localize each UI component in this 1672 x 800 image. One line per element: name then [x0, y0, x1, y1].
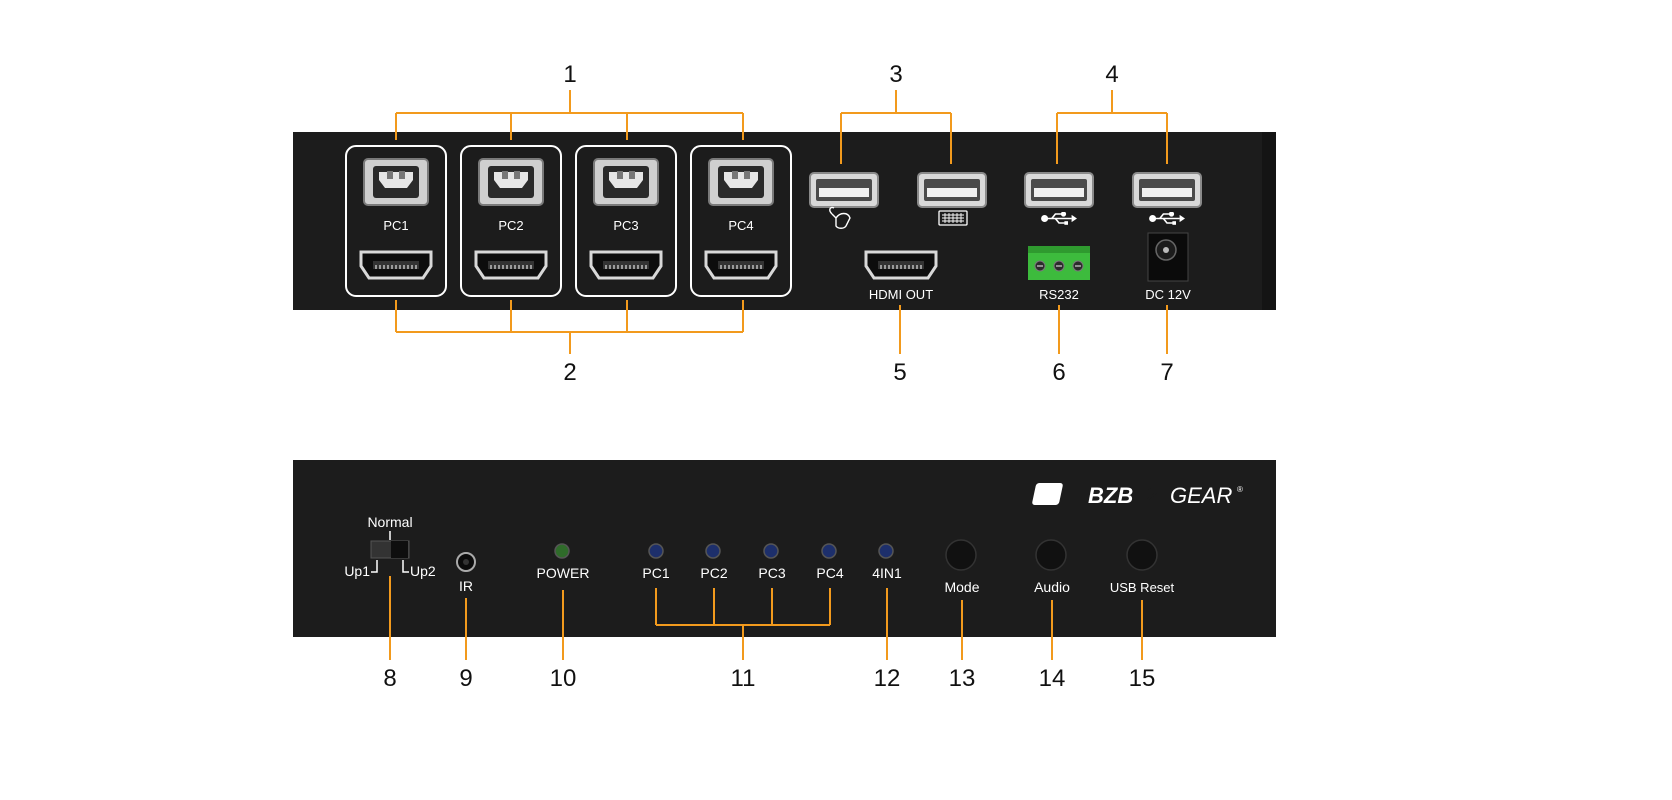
usb-reset-button-label: USB Reset: [1110, 580, 1175, 595]
svg-text:2: 2: [1145, 485, 1157, 507]
switch-up1-label: Up1: [344, 563, 370, 579]
callout-line: [1056, 90, 1168, 164]
hdmi-in-port-icon: [589, 250, 663, 280]
switch-up2-label: Up2: [410, 563, 436, 579]
callout-number: 3: [889, 61, 902, 88]
audio-button-label: Audio: [1034, 579, 1070, 595]
hdmi-out-port-icon: [864, 250, 938, 280]
power-label: POWER: [537, 565, 590, 581]
callout-number: 5: [893, 359, 906, 386]
callout-number: 15: [1129, 665, 1156, 692]
pc-led-light: [705, 543, 721, 559]
pc-led-label: PC1: [642, 565, 669, 581]
ir-receiver: IR: [456, 552, 476, 594]
usb-a-port-icon: [809, 172, 879, 208]
pc-port-label: PC4: [728, 218, 753, 233]
hdmi-out-port: HDMI OUT: [864, 250, 938, 302]
callout-number: 1: [563, 61, 576, 88]
audio-button[interactable]: Audio: [1034, 539, 1070, 595]
pc-port-group-2: PC2: [460, 145, 562, 297]
usb-a-port-icon: [1024, 172, 1094, 208]
rs232-port: RS232: [1028, 246, 1090, 302]
ir-label: IR: [459, 578, 473, 594]
front-panel: BZB 2 GEAR ® Normal Up1 Up2 IR: [293, 460, 1276, 637]
pc-led-label: PC2: [700, 565, 727, 581]
callout-number: 2: [563, 359, 576, 386]
rs232-label: RS232: [1039, 287, 1079, 302]
usb-b-port-icon: [593, 158, 659, 206]
power-led-light: [554, 543, 570, 559]
mode-button-label: Mode: [944, 579, 979, 595]
pc-led-light: [648, 543, 664, 559]
power-led: POWER: [537, 543, 590, 581]
usb-reset-button[interactable]: USB Reset: [1110, 539, 1175, 595]
mode-slide-switch[interactable]: Normal Up1 Up2: [344, 514, 436, 579]
callout-number: 7: [1160, 359, 1173, 386]
mode-button[interactable]: Mode: [944, 539, 980, 595]
mouse-icon: [829, 206, 851, 229]
usb-keyboard-port: [917, 172, 987, 226]
callout-number: 4: [1105, 61, 1118, 88]
pc-led-2: PC2: [700, 543, 728, 581]
switch-knob[interactable]: [391, 541, 408, 558]
pc-port-group-3: PC3: [575, 145, 677, 297]
hdmi-out-label: HDMI OUT: [869, 287, 933, 302]
callout-number: 13: [949, 665, 976, 692]
dc-label: DC 12V: [1145, 287, 1191, 302]
pc-port-label: PC1: [383, 218, 408, 233]
hdmi-in-port-icon: [359, 250, 433, 280]
usb-b-port-icon: [708, 158, 774, 206]
registered-mark: ®: [1237, 485, 1243, 494]
usb-a-port-icon: [1132, 172, 1202, 208]
callout-number: 11: [731, 665, 756, 692]
pc-led-3: PC3: [758, 543, 786, 581]
front-panel-body: [293, 460, 1276, 637]
callout-number: 6: [1052, 359, 1065, 386]
pc-led-label: PC4: [816, 565, 843, 581]
pc-led-light: [821, 543, 837, 559]
usb-mouse-port: [809, 172, 879, 229]
switch-normal-label: Normal: [367, 514, 412, 530]
pc-port-label: PC3: [613, 218, 638, 233]
hdmi-in-port-icon: [704, 250, 778, 280]
pc-led-light: [763, 543, 779, 559]
brand-logo: BZB 2 GEAR ®: [1032, 483, 1243, 508]
pc-port-label: PC2: [498, 218, 523, 233]
usb-b-port-icon: [478, 158, 544, 206]
usb-b-port-icon: [363, 158, 429, 206]
audio-button-cap[interactable]: [1035, 539, 1067, 571]
pc-led-1: PC1: [642, 543, 670, 581]
callout-line: [395, 300, 744, 354]
callout-number: 8: [383, 665, 396, 692]
pc-port-group-4: PC4: [690, 145, 792, 297]
callout-line: [655, 588, 831, 660]
callout-number: 9: [459, 665, 472, 692]
front-callouts: 8 9 10 11 12 13 14 15: [383, 576, 1155, 692]
brand-text-tail: GEAR: [1170, 483, 1232, 508]
pc-led-4: PC4: [816, 543, 844, 581]
keyboard-icon: [938, 210, 968, 226]
fourin1-led: 4IN1: [872, 543, 902, 581]
callout-number: 10: [550, 665, 577, 692]
callout-line: [840, 90, 952, 164]
usb-reset-button-cap[interactable]: [1126, 539, 1158, 571]
callout-line: [395, 90, 744, 140]
fourin1-label: 4IN1: [872, 565, 902, 581]
rear-panel-body: [293, 132, 1276, 310]
brand-2-icon: 2: [1032, 483, 1157, 507]
rear-panel: PC1 PC2 PC3 PC4: [293, 132, 1276, 310]
callout-number: 14: [1039, 665, 1066, 692]
hdmi-in-port-icon: [474, 250, 548, 280]
mode-button-cap[interactable]: [945, 539, 977, 571]
usb-a-port-icon: [917, 172, 987, 208]
fourin1-led-light: [878, 543, 894, 559]
pc-led-label: PC3: [758, 565, 785, 581]
rear-callouts: 1 2 3 4 5 6 7: [395, 61, 1174, 386]
brand-text: BZB: [1088, 483, 1133, 508]
pc-port-group-1: PC1: [345, 145, 447, 297]
dc-power-port: DC 12V: [1145, 232, 1191, 302]
callout-number: 12: [874, 665, 901, 692]
